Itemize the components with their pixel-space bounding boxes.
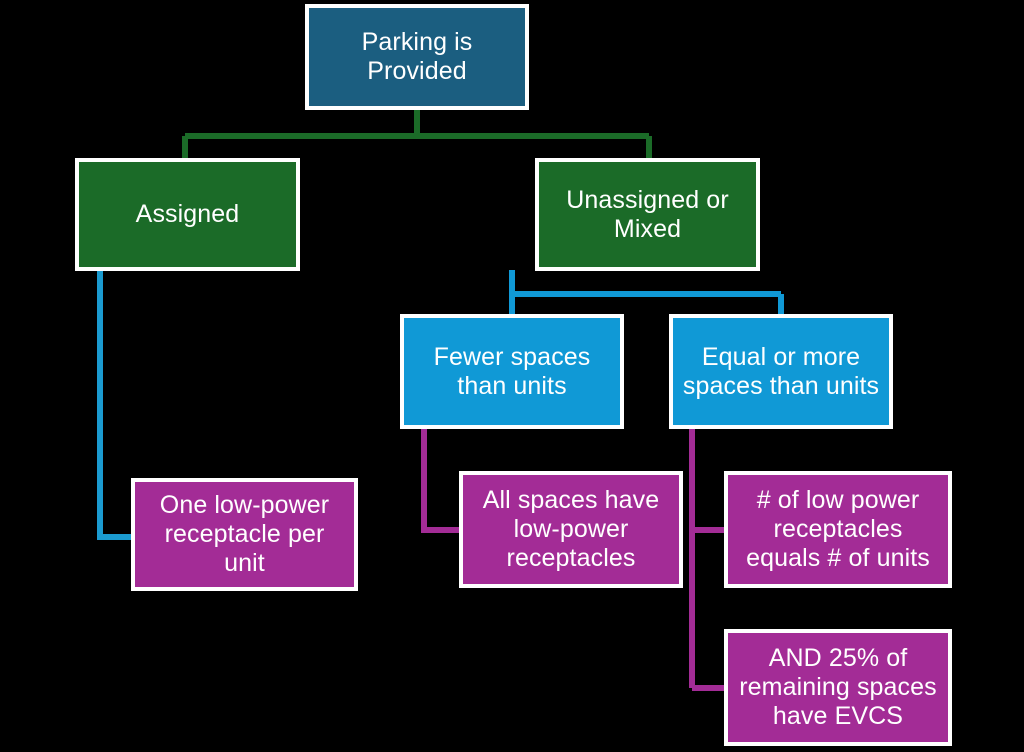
node-label: Equal or more spaces than units [682,342,880,400]
node-label: Parking is Provided [361,28,473,85]
node-and-25-percent-remaining-spaces-have-evcs[interactable]: AND 25% of remaining spaces have EVCS [724,629,952,746]
node-assigned[interactable]: Assigned [75,158,300,271]
node-all-spaces-have-low-power-receptacles[interactable]: All spaces have low-power receptacles [459,471,683,588]
edge-unassigned-to-children [509,270,784,314]
node-label: All spaces have low-power receptacles [482,486,660,572]
node-label: One low-power receptacle per unit [159,491,330,577]
node-label: # of low power receptacles equals # of u… [746,486,930,572]
node-receptacles-equals-units[interactable]: # of low power receptacles equals # of u… [724,471,952,588]
node-equal-or-more-spaces-than-units[interactable]: Equal or more spaces than units [669,314,893,429]
node-parking-is-provided[interactable]: Parking is Provided [305,4,529,110]
node-unassigned-or-mixed[interactable]: Unassigned or Mixed [535,158,760,271]
edge-root-to-children [182,108,652,160]
node-label: Unassigned or Mixed [566,185,729,243]
node-label: Fewer spaces than units [433,342,591,400]
node-one-low-power-receptacle-per-unit[interactable]: One low-power receptacle per unit [131,478,358,591]
node-label: AND 25% of remaining spaces have EVCS [739,644,937,730]
node-fewer-spaces-than-units[interactable]: Fewer spaces than units [400,314,624,429]
node-label: Assigned [135,200,240,228]
